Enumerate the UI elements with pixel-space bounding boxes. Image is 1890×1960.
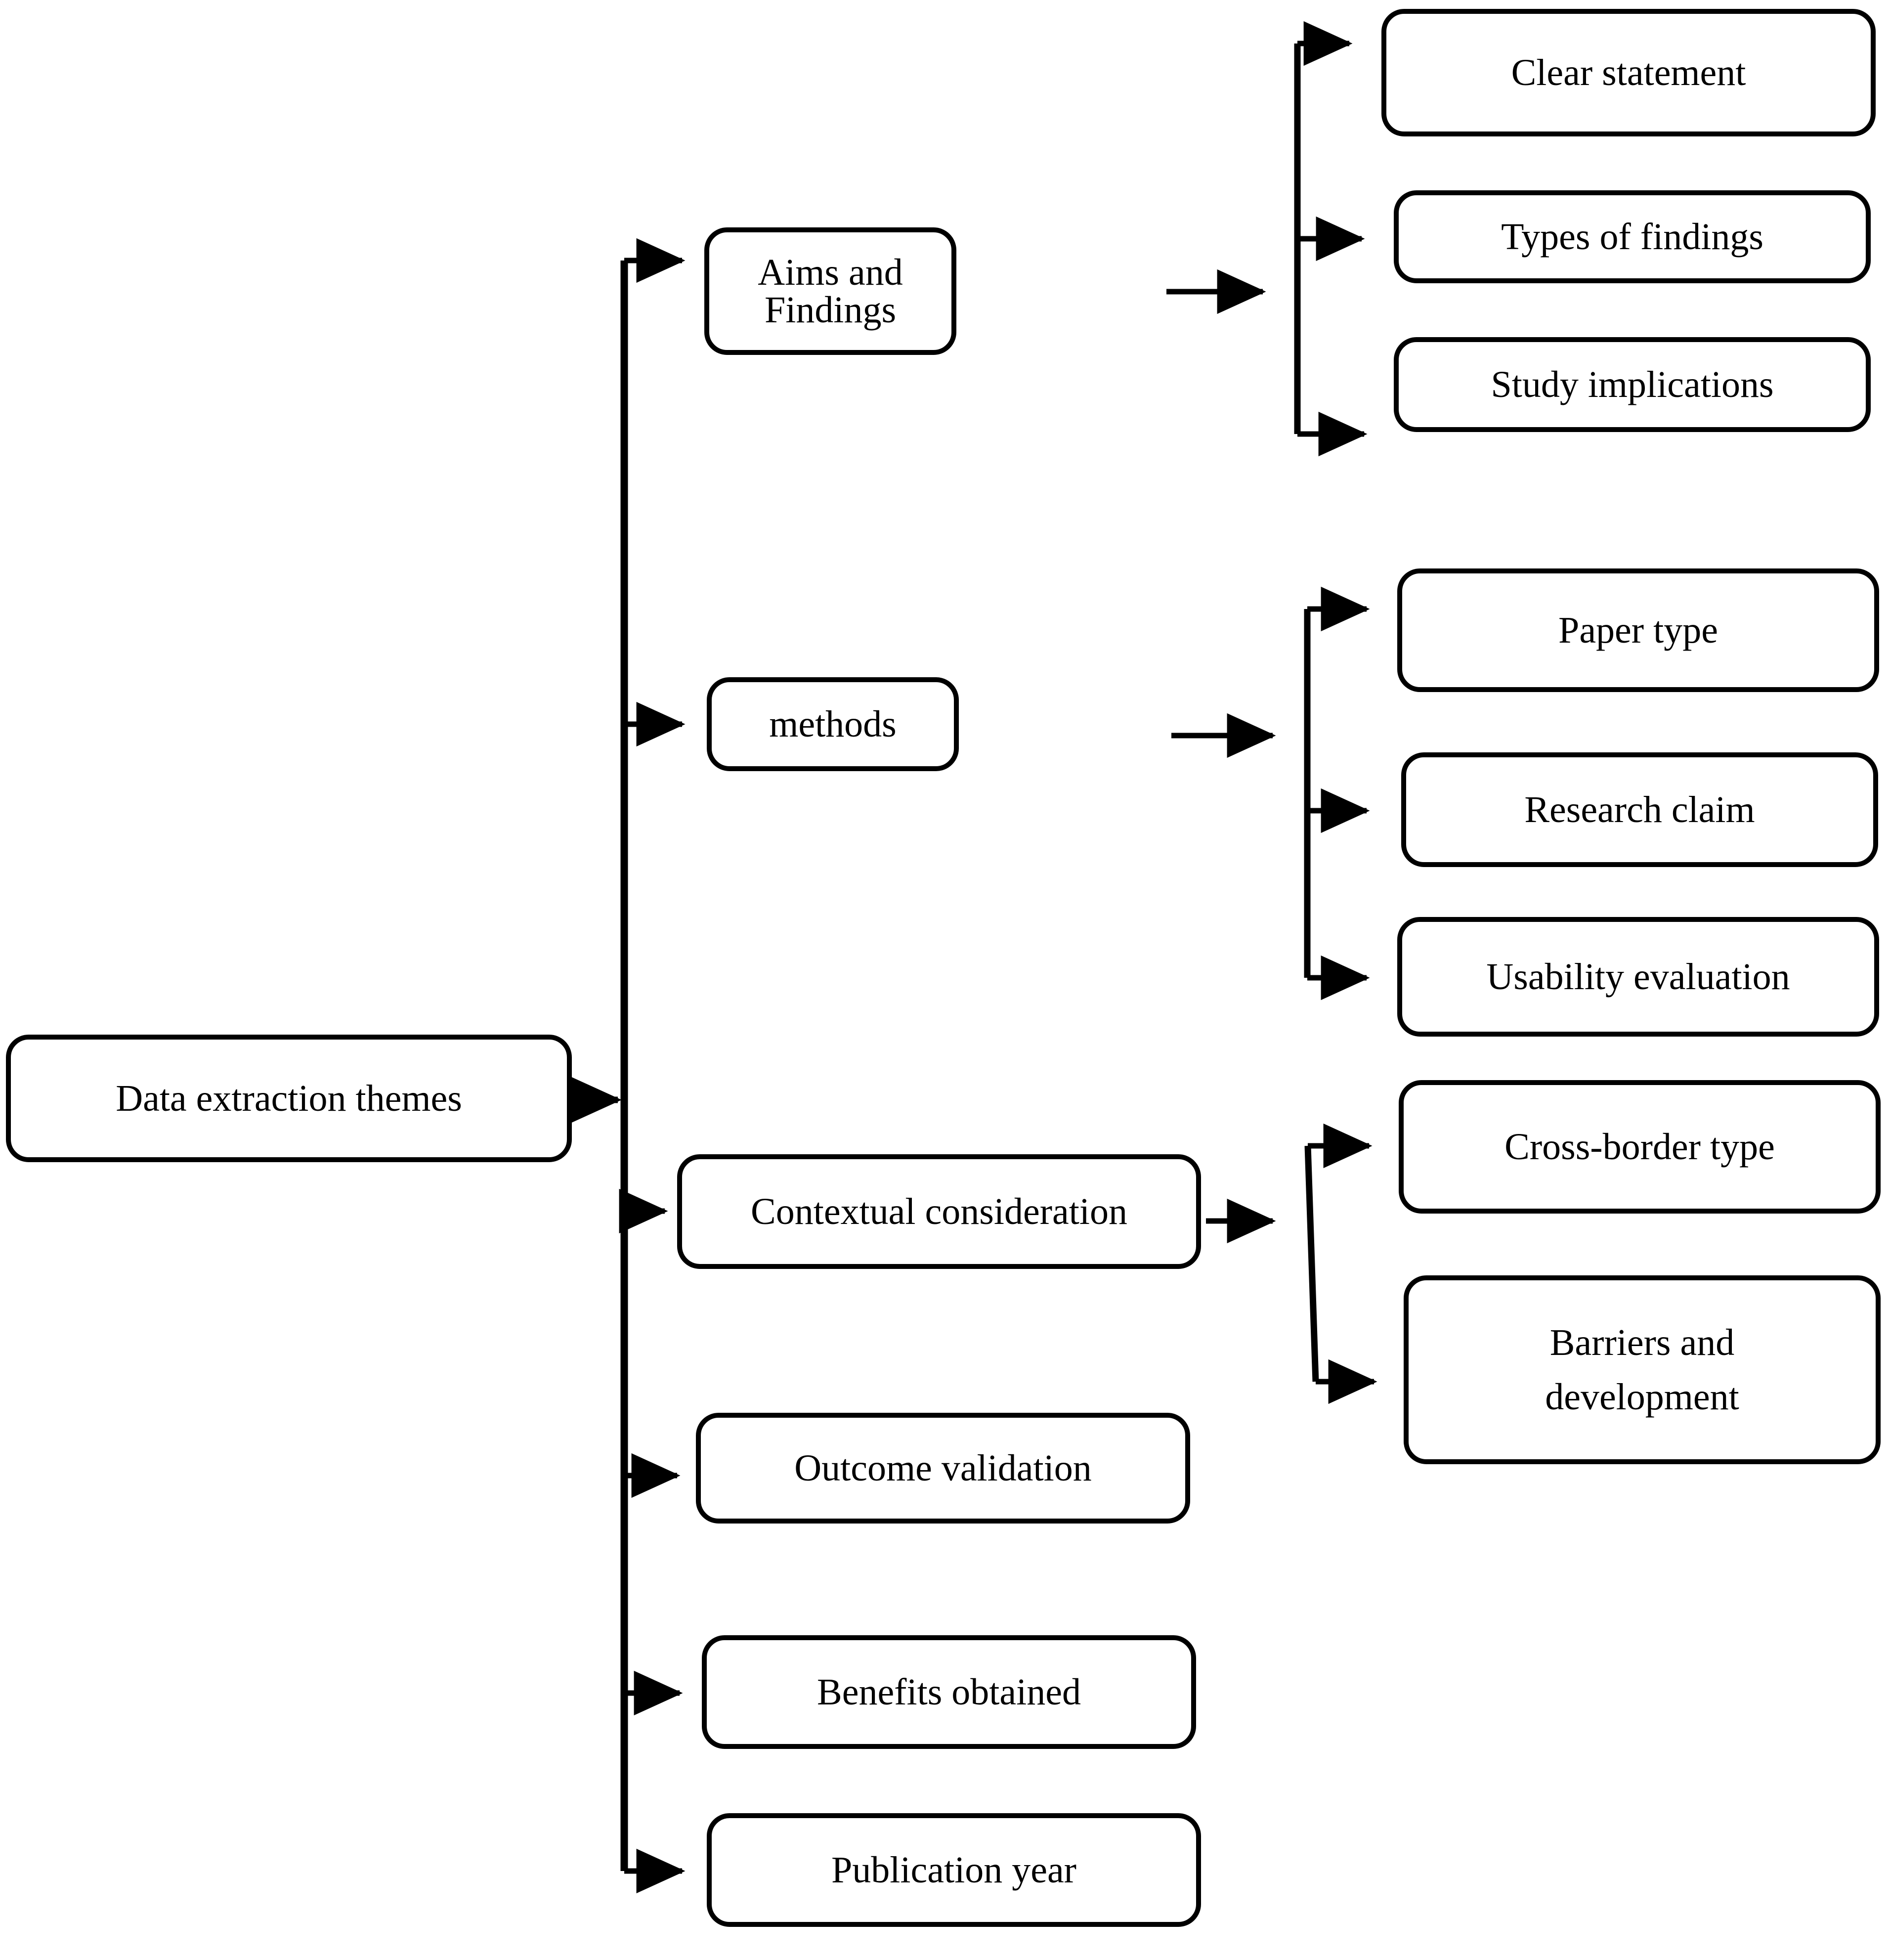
node-paper-type[interactable]: Paper type (1397, 568, 1879, 692)
node-clear-statement[interactable]: Clear statement (1381, 9, 1876, 136)
node-usability-evaluation[interactable]: Usability evaluation (1397, 917, 1879, 1037)
node-root[interactable]: Data extraction themes (6, 1035, 572, 1162)
node-types-of-findings-label: Types of findings (1501, 216, 1763, 258)
node-research-claim[interactable]: Research claim (1401, 752, 1878, 867)
node-outcome-validation-label: Outcome validation (794, 1447, 1092, 1489)
node-benefits-obtained-label: Benefits obtained (817, 1671, 1081, 1713)
contextual-subtrunk-line (1304, 1145, 1319, 1382)
node-study-implications[interactable]: Study implications (1394, 337, 1871, 432)
node-cross-border-type[interactable]: Cross-border type (1399, 1080, 1881, 1214)
node-paper-type-label: Paper type (1558, 610, 1718, 651)
node-outcome-validation[interactable]: Outcome validation (696, 1413, 1190, 1524)
node-publication-year-label: Publication year (831, 1849, 1076, 1891)
node-barriers-and-development-label: Barriers and development (1545, 1321, 1739, 1418)
node-barriers-and-development[interactable]: Barriers and development (1404, 1275, 1881, 1464)
node-cross-border-type-label: Cross-border type (1504, 1126, 1775, 1168)
node-clear-statement-label: Clear statement (1511, 52, 1746, 93)
node-publication-year[interactable]: Publication year (707, 1813, 1201, 1927)
node-aims-and-findings[interactable]: Aims and Findings (704, 227, 956, 355)
node-contextual-consideration-label: Contextual consideration (751, 1191, 1127, 1232)
node-methods-label: methods (769, 703, 897, 745)
node-study-implications-label: Study implications (1491, 364, 1774, 405)
node-types-of-findings[interactable]: Types of findings (1394, 190, 1871, 283)
node-usability-evaluation-label: Usability evaluation (1486, 956, 1790, 998)
node-contextual-consideration[interactable]: Contextual consideration (677, 1154, 1201, 1269)
node-benefits-obtained[interactable]: Benefits obtained (702, 1635, 1196, 1749)
node-root-label: Data extraction themes (116, 1078, 462, 1119)
node-research-claim-label: Research claim (1524, 789, 1755, 830)
node-methods[interactable]: methods (707, 677, 959, 771)
node-aims-and-findings-label: Aims and Findings (758, 252, 903, 331)
